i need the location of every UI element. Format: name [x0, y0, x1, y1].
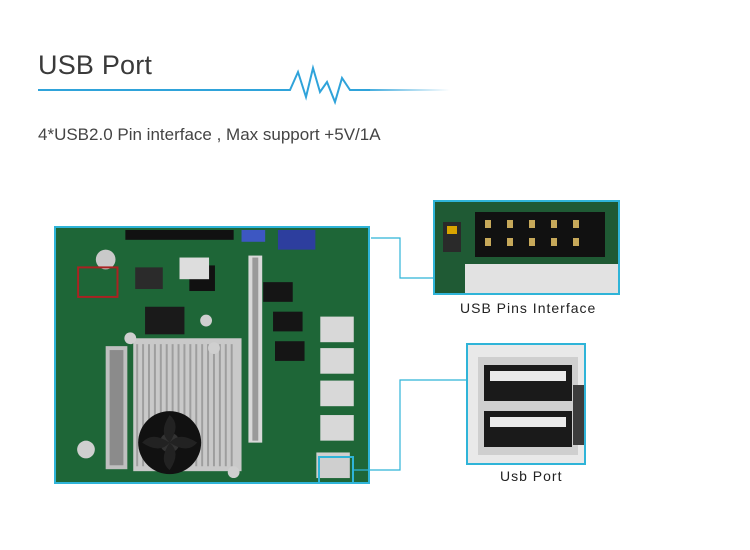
usb-pins-illustration	[435, 202, 618, 293]
usb-pins-label: USB Pins Interface	[460, 300, 597, 316]
usb-port-highlight	[318, 456, 354, 484]
pulse-wave-icon	[280, 64, 370, 106]
usb-port-label: Usb Port	[500, 468, 563, 484]
usb-pins-closeup-image	[433, 200, 620, 295]
subtitle: 4*USB2.0 Pin interface , Max support +5V…	[38, 125, 381, 144]
title-underline	[38, 89, 288, 91]
motherboard-illustration	[56, 228, 368, 482]
page-title: USB Port	[38, 50, 153, 80]
title-underline-fade	[360, 89, 450, 91]
usb-port-illustration	[468, 345, 584, 463]
usb-port-closeup-image	[466, 343, 586, 465]
motherboard-image	[54, 226, 370, 484]
